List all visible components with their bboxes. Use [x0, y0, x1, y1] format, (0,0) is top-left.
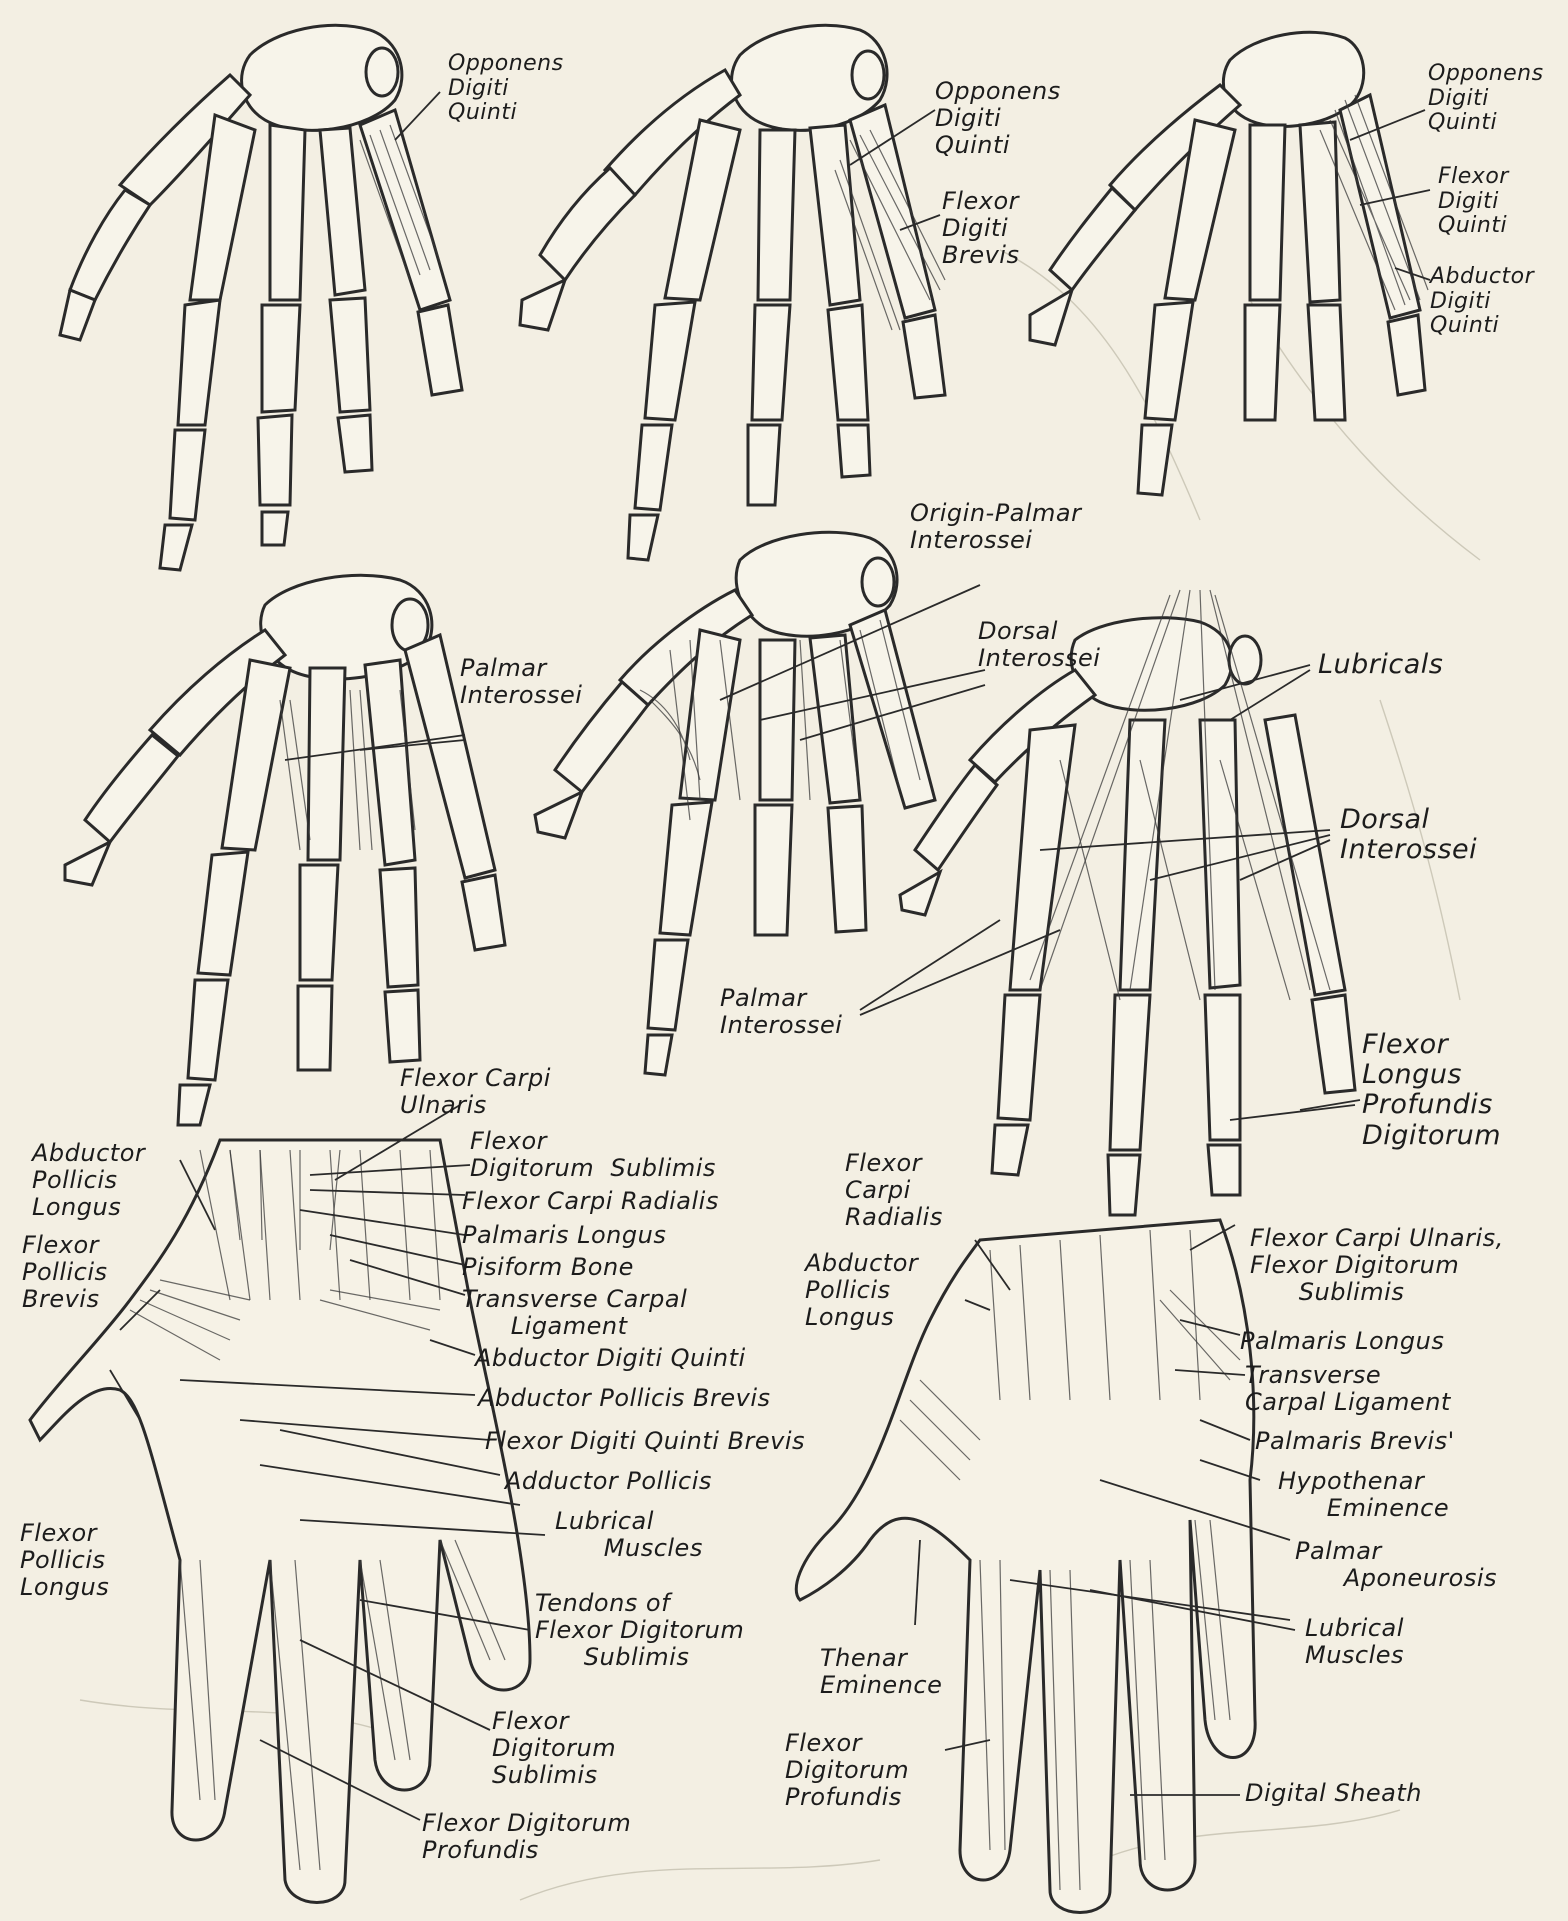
label-abductor-digiti-quinti-b: Abductor Digiti Quinti	[475, 1345, 746, 1372]
label-flexor-digiti-quinti-brevis: Flexor Digiti Quinti Brevis	[485, 1428, 805, 1455]
label-transverse-carpal-ligament-b: Transverse Carpal Ligament	[1245, 1362, 1451, 1416]
figure-opponens-2	[520, 25, 945, 560]
label-lubrical-muscles-b: Lubrical Muscles	[1305, 1615, 1404, 1669]
label-palmar-interossei-1: Palmar Interossei	[460, 655, 582, 709]
label-palmaris-longus-a: Palmaris Longus	[462, 1222, 666, 1249]
label-opponens-digiti-quinti-3: Opponens Digiti Quinti	[1428, 62, 1544, 136]
label-flexor-carpi-ulnaris-b: Flexor Carpi Ulnaris, Flexor Digitorum S…	[1250, 1225, 1504, 1306]
label-dorsal-interossei-1: Dorsal Interossei	[978, 618, 1100, 672]
label-lubricals: Lubricals	[1318, 650, 1443, 680]
label-flexor-digitorum-sublimis-b: Flexor Digitorum Sublimis	[492, 1708, 616, 1789]
label-digital-sheath: Digital Sheath	[1245, 1780, 1422, 1807]
label-opponens-digiti-quinti-1: Opponens Digiti Quinti	[448, 52, 564, 126]
label-flexor-pollicis-longus: Flexor Pollicis Longus	[20, 1520, 109, 1601]
label-abductor-digiti-quinti: Abductor Digiti Quinti	[1430, 265, 1534, 339]
label-origin-palmar-interossei: Origin-Palmar Interossei	[910, 500, 1082, 554]
label-palmar-aponeurosis: Palmar Aponeurosis	[1295, 1538, 1497, 1592]
label-flexor-digitorum-profundis-a: Flexor Digitorum Profundis	[422, 1810, 631, 1864]
label-dorsal-interossei-2: Dorsal Interossei	[1340, 805, 1477, 865]
label-flexor-digitorum-profundis-b: Flexor Digitorum Profundis	[785, 1730, 909, 1811]
label-thenar-eminence: Thenar Eminence	[820, 1645, 942, 1699]
label-palmaris-longus-b: Palmaris Longus	[1240, 1328, 1444, 1355]
label-flexor-carpi-ulnaris-a: Flexor Carpi Ulnaris	[400, 1065, 551, 1119]
label-abductor-pollicis-brevis: Abductor Pollicis Brevis	[478, 1385, 771, 1412]
figure-palmar-interossei	[65, 575, 505, 1125]
label-palmaris-brevis: Palmaris Brevis'	[1255, 1428, 1455, 1455]
label-opponens-digiti-quinti-2: Opponens Digiti Quinti	[935, 78, 1061, 159]
label-flexor-digitorum-sublimis-a: Flexor Digitorum Sublimis	[470, 1128, 716, 1182]
label-abductor-pollicis-longus-a: Abductor Pollicis Longus	[32, 1140, 145, 1221]
label-hypothenar-eminence: Hypothenar Eminence	[1278, 1468, 1449, 1522]
label-lubrical-muscles-a: Lubrical Muscles	[555, 1508, 703, 1562]
label-tendons-flexor-digitorum-sublimis: Tendons of Flexor Digitorum Sublimis	[535, 1590, 744, 1671]
label-flexor-digiti-quinti: Flexor Digiti Quinti	[1438, 165, 1509, 239]
label-flexor-longus-profundis: Flexor Longus Profundis Digitorum	[1362, 1030, 1501, 1151]
label-flexor-pollicis-brevis: Flexor Pollicis Brevis	[22, 1232, 108, 1313]
figure-opponens-3	[1030, 32, 1428, 495]
figure-opponens-1	[60, 25, 462, 570]
label-flexor-digiti-brevis: Flexor Digiti Brevis	[942, 188, 1019, 269]
label-pisiform-bone: Pisiform Bone	[462, 1254, 634, 1281]
label-flexor-carpi-radialis-b: Flexor Carpi Radialis	[845, 1150, 943, 1231]
label-palmar-interossei-2: Palmar Interossei	[720, 985, 842, 1039]
label-flexor-carpi-radialis-a: Flexor Carpi Radialis	[462, 1188, 719, 1215]
label-transverse-carpal-ligament-a: Transverse Carpal Ligament	[462, 1286, 687, 1340]
label-abductor-pollicis-longus-b: Abductor Pollicis Longus	[805, 1250, 918, 1331]
label-adductor-pollicis: Adductor Pollicis	[505, 1468, 712, 1495]
